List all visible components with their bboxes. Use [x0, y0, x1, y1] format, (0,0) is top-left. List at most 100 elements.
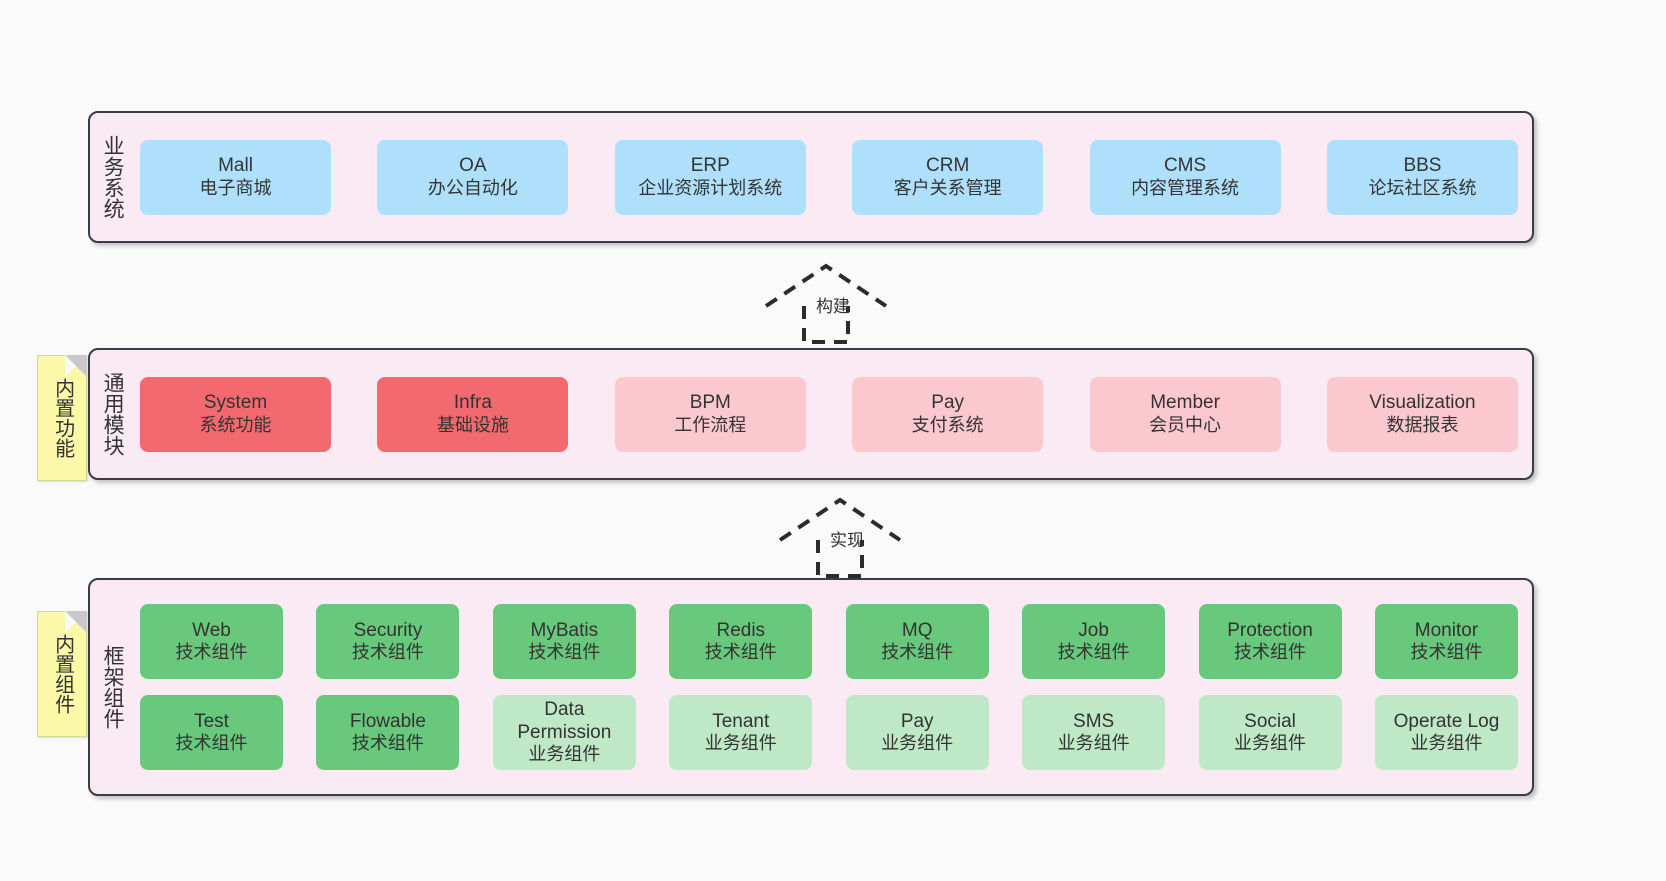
node-bpm[interactable]: BPM 工作流程: [614, 376, 806, 452]
node-tenant[interactable]: Tenant 业务组件: [669, 695, 813, 770]
common-module-row: System 系统功能 Infra 基础设施 BPM 工作流程 Pay 支付系统…: [140, 376, 1518, 452]
connector-build: 构建: [758, 258, 938, 350]
connector-build-label: 构建: [816, 297, 850, 316]
node-sms-name: SMS: [1073, 710, 1115, 732]
build-arrow-shaft: [802, 306, 850, 344]
node-pay-component[interactable]: Pay 业务组件: [845, 695, 989, 770]
node-sms[interactable]: SMS 业务组件: [1022, 695, 1166, 770]
node-social-name: Social: [1244, 710, 1296, 732]
node-infra-desc: 基础设施: [436, 414, 509, 435]
node-web-desc: 技术组件: [175, 642, 248, 663]
node-social-desc: 业务组件: [1234, 733, 1307, 754]
node-data-permission-name: Data Permission: [517, 699, 612, 743]
node-data-permission-desc: 业务组件: [528, 744, 601, 765]
node-job-name: Job: [1078, 619, 1109, 641]
layer-framework-component-caption: 框架组件: [101, 645, 125, 729]
node-pay-component-desc: 业务组件: [881, 733, 954, 754]
layer-framework-component-body: Web 技术组件 Security 技术组件 MyBatis 技术组件 Redi…: [134, 580, 1532, 794]
node-bpm-desc: 工作流程: [674, 414, 747, 435]
layer-common-module: 通用模块 System 系统功能 Infra 基础设施 BPM 工作流程 Pay: [88, 348, 1534, 480]
implement-arrowhead: [778, 497, 902, 542]
node-infra[interactable]: Infra 基础设施: [377, 376, 569, 452]
node-mall-name: Mall: [218, 155, 253, 177]
node-tenant-name: Tenant: [712, 710, 770, 732]
node-member-desc: 会员中心: [1149, 414, 1222, 435]
node-web[interactable]: Web 技术组件: [140, 604, 283, 679]
node-pay-component-name: Pay: [900, 710, 934, 732]
node-oa-name: OA: [459, 155, 487, 177]
node-system-name: System: [203, 392, 268, 414]
node-erp-name: ERP: [690, 155, 730, 177]
node-oa-desc: 办公自动化: [427, 177, 518, 198]
node-mybatis-name: MyBatis: [530, 619, 599, 641]
note-builtin-function-label: 内置功能: [51, 378, 74, 458]
node-pay-module-name: Pay: [931, 392, 965, 414]
node-visualization-desc: 数据报表: [1386, 414, 1459, 435]
node-protection[interactable]: Protection 技术组件: [1198, 604, 1342, 679]
node-operate-log[interactable]: Operate Log 业务组件: [1374, 695, 1518, 770]
node-security[interactable]: Security 技术组件: [316, 604, 460, 679]
node-redis-name: Redis: [716, 619, 766, 641]
node-redis[interactable]: Redis 技术组件: [669, 604, 813, 679]
layer-framework-component: 框架组件 Web 技术组件 Security 技术组件 MyBatis 技术组件…: [88, 578, 1534, 796]
framework-business-row: Test 技术组件 Flowable 技术组件 Data Permission …: [140, 695, 1518, 770]
node-monitor[interactable]: Monitor 技术组件: [1374, 604, 1518, 679]
node-tenant-desc: 业务组件: [704, 733, 777, 754]
node-flowable[interactable]: Flowable 技术组件: [316, 695, 460, 770]
node-cms-desc: 内容管理系统: [1131, 177, 1240, 198]
node-redis-desc: 技术组件: [704, 642, 777, 663]
node-test[interactable]: Test 技术组件: [140, 695, 283, 770]
node-mq-name: MQ: [901, 619, 933, 641]
layer-business-system: 业务系统 Mall 电子商城 OA 办公自动化 ERP 企业资源计划系统 CRM: [88, 111, 1534, 243]
node-system-desc: 系统功能: [199, 414, 272, 435]
node-operate-log-desc: 业务组件: [1410, 733, 1483, 754]
business-system-row: Mall 电子商城 OA 办公自动化 ERP 企业资源计划系统 CRM 客户关系…: [140, 139, 1518, 215]
node-infra-name: Infra: [453, 392, 492, 414]
node-bbs-name: BBS: [1403, 155, 1442, 177]
node-mall[interactable]: Mall 电子商城: [140, 139, 331, 215]
node-visualization[interactable]: Visualization 数据报表: [1326, 376, 1518, 452]
node-social[interactable]: Social 业务组件: [1198, 695, 1342, 770]
node-mybatis[interactable]: MyBatis 技术组件: [492, 604, 636, 679]
node-crm-desc: 客户关系管理: [893, 177, 1002, 198]
node-sms-desc: 业务组件: [1057, 733, 1130, 754]
node-security-desc: 技术组件: [351, 642, 424, 663]
node-protection-name: Protection: [1227, 619, 1313, 641]
node-bpm-name: BPM: [689, 392, 731, 414]
node-flowable-desc: 技术组件: [351, 733, 424, 754]
node-data-permission[interactable]: Data Permission 业务组件: [492, 695, 636, 770]
layer-common-module-caption: 通用模块: [101, 372, 125, 456]
node-pay-module[interactable]: Pay 支付系统: [852, 376, 1044, 452]
connector-implement-label: 实现: [830, 531, 864, 550]
build-arrowhead: [764, 263, 888, 308]
node-flowable-name: Flowable: [349, 710, 426, 732]
node-test-name: Test: [194, 710, 229, 732]
node-pay-module-desc: 支付系统: [911, 414, 984, 435]
node-monitor-desc: 技术组件: [1410, 642, 1483, 663]
node-bbs-desc: 论坛社区系统: [1368, 177, 1477, 198]
node-protection-desc: 技术组件: [1234, 642, 1307, 663]
node-member[interactable]: Member 会员中心: [1089, 376, 1281, 452]
node-bbs[interactable]: BBS 论坛社区系统: [1326, 139, 1518, 215]
node-operate-log-name: Operate Log: [1393, 710, 1500, 732]
note-builtin-component-label: 内置组件: [51, 634, 74, 714]
node-member-name: Member: [1150, 392, 1220, 414]
node-cms[interactable]: CMS 内容管理系统: [1089, 139, 1281, 215]
node-security-name: Security: [353, 619, 423, 641]
node-oa[interactable]: OA 办公自动化: [377, 139, 569, 215]
node-mq[interactable]: MQ 技术组件: [845, 604, 989, 679]
node-erp[interactable]: ERP 企业资源计划系统: [614, 139, 806, 215]
node-erp-desc: 企业资源计划系统: [638, 177, 783, 198]
node-cms-name: CMS: [1163, 155, 1207, 177]
node-crm-name: CRM: [926, 155, 970, 177]
node-system[interactable]: System 系统功能: [140, 376, 331, 452]
node-test-desc: 技术组件: [175, 733, 248, 754]
node-web-name: Web: [192, 619, 231, 641]
connector-implement: 实现: [772, 492, 952, 584]
node-mall-desc: 电子商城: [199, 177, 272, 198]
layer-common-module-body: System 系统功能 Infra 基础设施 BPM 工作流程 Pay 支付系统…: [134, 350, 1532, 478]
node-job[interactable]: Job 技术组件: [1022, 604, 1166, 679]
node-crm[interactable]: CRM 客户关系管理: [852, 139, 1044, 215]
node-mq-desc: 技术组件: [881, 642, 954, 663]
